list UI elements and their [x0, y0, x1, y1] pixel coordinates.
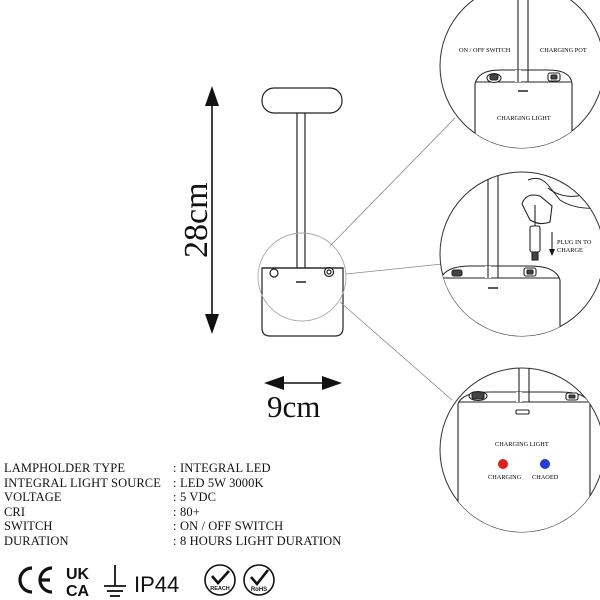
switch-mark — [269, 268, 279, 278]
spec-key: LAMPHOLDER TYPE — [4, 461, 126, 475]
spec-key: INTEGRAL LIGHT SOURCE — [4, 475, 161, 490]
spec-value: ON / OFF SWITCH — [180, 519, 284, 534]
ukca-bottom: CA — [66, 583, 90, 600]
detail-plug-in: PLUG IN TO CHARGE — [439, 171, 600, 337]
spec-key: CRI — [4, 504, 26, 519]
charged-indicator-dot — [540, 459, 550, 469]
spec-key: DURATION — [4, 533, 69, 548]
lamp-head — [261, 87, 343, 114]
width-label: 9cm — [267, 389, 320, 424]
reach-label: REACH — [210, 586, 230, 592]
spec-value: 8 HOURS LIGHT DURATION — [180, 533, 342, 548]
ukca-mark-icon: UK CA — [66, 566, 90, 600]
spec-value: LED 5W 3000K — [180, 475, 264, 490]
callout-charging-light-bottom: CHARGING LIGHT — [495, 441, 549, 448]
ip-rating: IP44 — [134, 572, 179, 597]
spec-value: 80+ — [180, 504, 200, 519]
width-dimension: 9cm — [264, 376, 342, 424]
ukca-top: UK — [66, 566, 90, 583]
callout-charging-pot: CHARGING POT — [540, 47, 587, 54]
spec-separator: : — [173, 461, 177, 475]
ground-symbol-icon — [104, 565, 126, 597]
ce-mark-icon — [18, 566, 53, 594]
rohs-mark-icon: RoHS — [243, 564, 275, 596]
callout-plug-line2: CHARGE — [557, 247, 583, 254]
spec-value: 5 VDC — [180, 490, 217, 505]
spec-separator: : — [173, 504, 177, 519]
spec-separator: : — [173, 519, 177, 534]
spec-key: SWITCH — [4, 519, 53, 534]
rohs-label: RoHS — [251, 587, 267, 593]
height-label: 28cm — [178, 182, 215, 258]
certification-marks: UK CA IP44 REACH RoHS — [18, 564, 275, 600]
height-dimension: 28cm — [178, 86, 219, 334]
port-mark — [323, 266, 335, 278]
spec-separator: : — [173, 490, 177, 505]
detail-switch-port: ON / OFF SWITCH CHARGING POT CHARGING LI… — [439, 0, 600, 149]
spec-key: VOLTAGE — [4, 490, 62, 505]
lamp-drawing — [257, 87, 456, 401]
spec-separator: : — [173, 475, 177, 490]
zoom-marker-circle — [257, 232, 347, 322]
callout-charging-light-top: CHARGING LIGHT — [497, 115, 551, 122]
callout-plug-line1: PLUG IN TO — [557, 239, 592, 246]
spec-separator: : — [173, 533, 177, 548]
callout-on-off-switch: ON / OFF SWITCH — [459, 47, 511, 54]
callout-charging: CHARGING — [488, 474, 522, 481]
charging-indicator-dot — [498, 459, 508, 469]
callout-charged: CHAOED — [532, 474, 559, 481]
lamp-base — [261, 267, 344, 337]
reach-mark-icon: REACH — [204, 564, 236, 596]
spec-value: INTEGRAL LED — [180, 461, 271, 475]
detail-charging-light: CHARGING LIGHT CHARGING CHAOED — [439, 367, 600, 533]
